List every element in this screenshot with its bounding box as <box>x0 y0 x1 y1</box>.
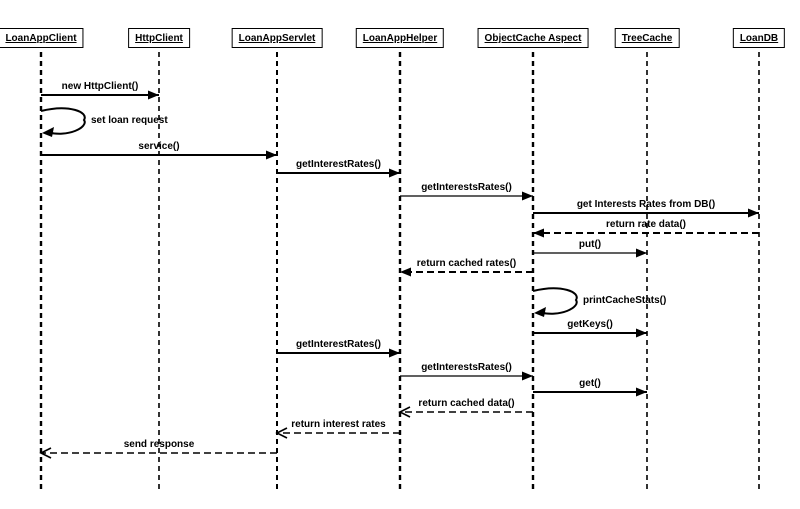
participant-box: LoanAppServlet <box>231 28 323 48</box>
arrowhead <box>389 348 400 358</box>
participant-box: HttpClient <box>128 28 190 48</box>
arrowhead <box>522 371 533 381</box>
message-label: send response <box>123 439 195 450</box>
message-label: return cached data() <box>418 398 515 409</box>
arrowhead <box>636 248 647 258</box>
arrowhead <box>533 228 544 238</box>
message-label: put() <box>578 239 602 250</box>
arrowhead <box>636 387 647 397</box>
arrowhead <box>748 208 759 218</box>
participant-name: LoanAppServlet <box>238 33 316 44</box>
arrowhead <box>42 127 54 137</box>
participant-name: ObjectCache Aspect <box>484 33 582 44</box>
self-message-loop <box>532 287 578 315</box>
participant-name: TreeCache <box>621 33 673 44</box>
participant-box: LoanDB <box>732 28 786 48</box>
arrowhead <box>266 150 277 160</box>
participant-box: LoanAppClient <box>0 28 84 48</box>
arrowhead <box>398 406 411 418</box>
participant-box: LoanAppHelper <box>355 28 445 48</box>
arrowhead <box>534 307 546 317</box>
message-label: getInterestRates() <box>295 339 382 350</box>
message-label: getInterestsRates() <box>421 182 512 193</box>
message-label: get Interests Rates from DB() <box>576 199 716 210</box>
participant-box: ObjectCache Aspect <box>477 28 589 48</box>
message-label: getInterestsRates() <box>421 362 512 373</box>
message-label: set loan request <box>91 115 168 126</box>
arrowhead <box>39 447 52 459</box>
arrowhead <box>148 90 159 100</box>
arrowhead <box>522 191 533 201</box>
message-label: new HttpClient() <box>61 81 139 92</box>
message-label: return cached rates() <box>416 258 517 269</box>
message-label: service() <box>138 141 180 152</box>
participant-name: LoanAppHelper <box>362 33 438 44</box>
message-label: getKeys() <box>567 319 613 330</box>
message-label: getInterestRates() <box>295 159 382 170</box>
participant-box: TreeCache <box>614 28 680 48</box>
participant-name: LoanDB <box>739 33 779 44</box>
message-label: get() <box>579 378 601 389</box>
arrowhead <box>275 427 288 439</box>
message-label: return interest rates <box>291 419 386 430</box>
arrowhead <box>400 267 411 277</box>
message-label: return rate data() <box>605 219 687 230</box>
arrowhead <box>636 328 647 338</box>
self-message-loop <box>40 107 86 135</box>
participant-name: LoanAppClient <box>5 33 77 44</box>
participant-name: HttpClient <box>135 33 183 44</box>
message-label: printCacheStats() <box>583 295 667 306</box>
arrowhead <box>389 168 400 178</box>
